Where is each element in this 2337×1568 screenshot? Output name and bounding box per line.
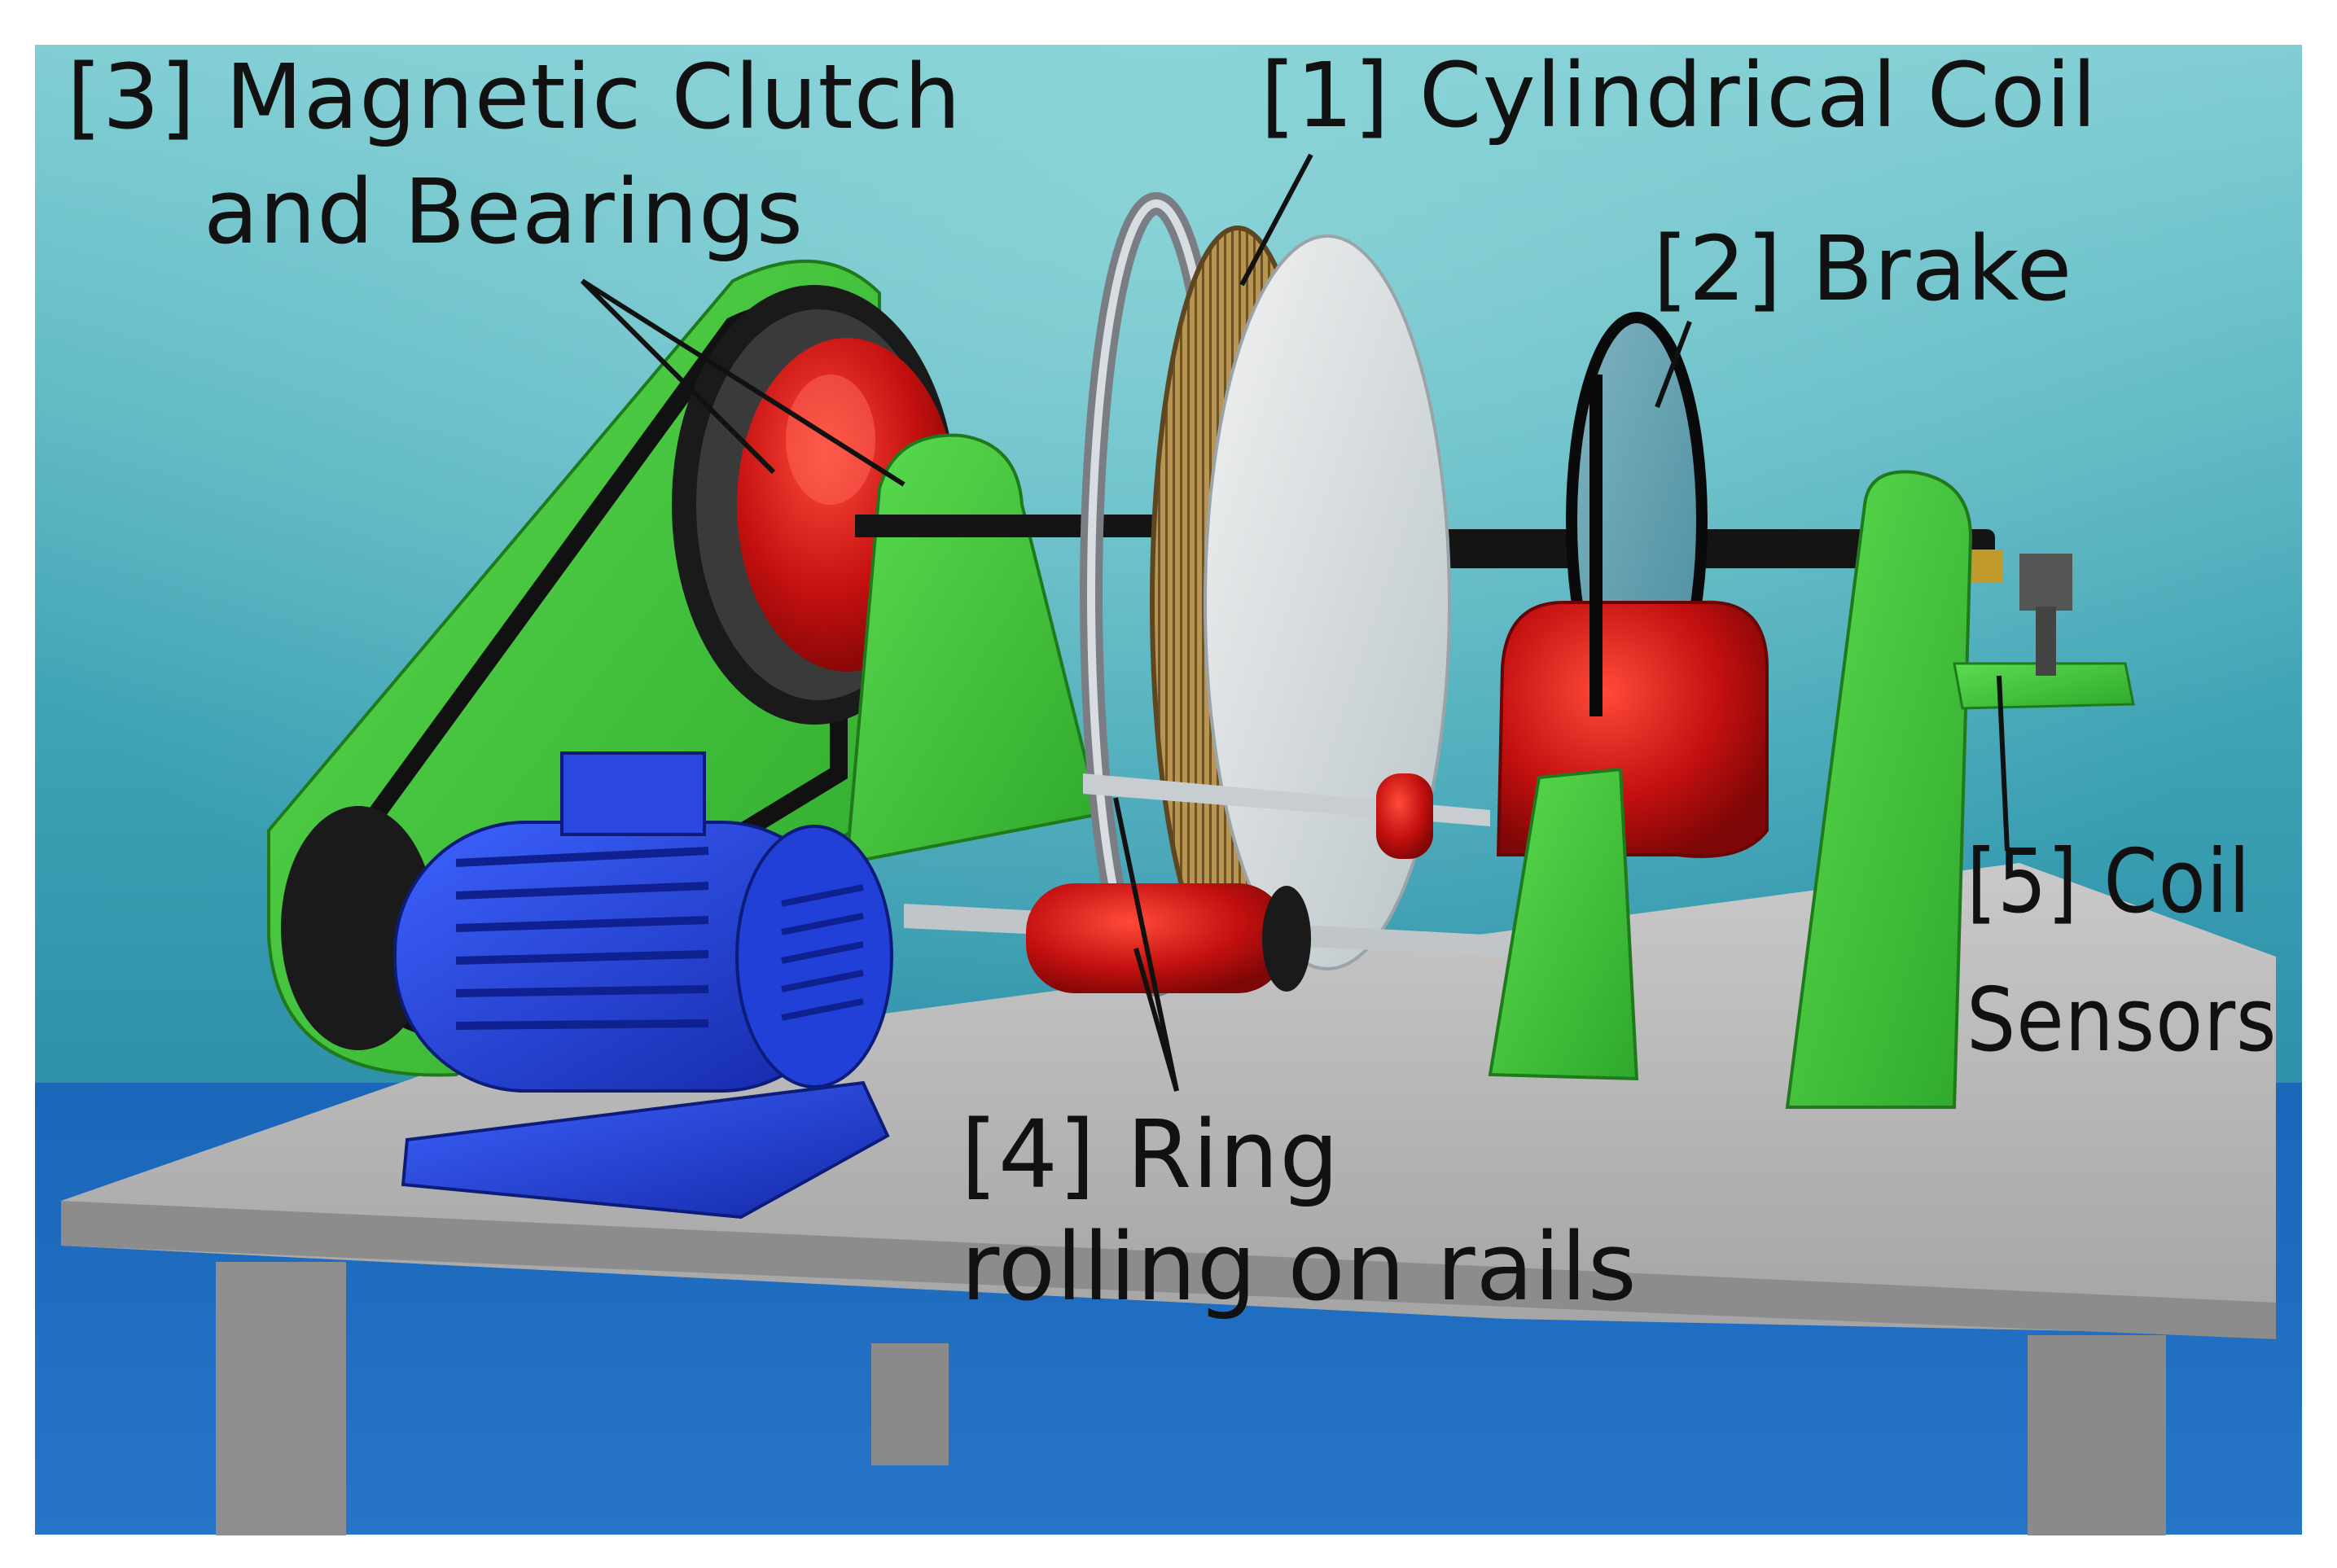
motor-fins — [455, 847, 709, 1030]
table-leg-front-right — [2028, 1335, 2166, 1535]
leader-lines — [580, 153, 2010, 1092]
pedestal-right-body — [1785, 470, 1973, 1109]
shaft-end — [1971, 550, 2003, 582]
bearing-pedestal-right — [1785, 470, 1973, 1109]
table — [61, 863, 2276, 1535]
leader-ring-b — [1133, 948, 1179, 1092]
label-coil-sensors-line2: Sensors — [1966, 970, 2278, 1071]
brake-stand — [1488, 767, 1639, 1081]
coil-disc — [1204, 234, 1451, 970]
roller-front — [1026, 883, 1287, 993]
table-edge — [61, 1201, 2276, 1339]
leader-ring-a — [1113, 797, 1179, 1092]
pedestal-left-body — [844, 433, 1102, 865]
label-brake: [2] Brake — [1653, 217, 2073, 321]
leader-clutch-b — [581, 278, 905, 487]
label-cylindrical-coil: [1] Cylindrical Coil — [1261, 43, 2098, 147]
label-ring-line2: rolling on rails — [961, 1213, 1638, 1322]
roller-back — [1376, 773, 1433, 859]
label-magnetic-clutch-line1: [3] Magnetic Clutch — [67, 45, 962, 149]
roller-front-end — [1262, 886, 1311, 992]
motor-base — [401, 1080, 890, 1220]
label-coil-sensors-line1: [5] Coil — [1966, 831, 2252, 933]
table-leg-back — [871, 1343, 949, 1465]
label-ring-line1: [4] Ring — [961, 1101, 1340, 1210]
motor-terminal-box — [560, 751, 706, 836]
leader-brake — [1655, 320, 1692, 409]
leader-clutch-a — [580, 278, 776, 475]
leader-sensors — [1997, 675, 2010, 852]
table-leg-front-left — [216, 1262, 346, 1535]
shaft-left — [855, 515, 1164, 537]
sensor-stem — [2036, 607, 2056, 676]
table-top — [61, 863, 2276, 1335]
electric-motor — [281, 751, 893, 1220]
ring-rails — [904, 773, 1515, 993]
leader-coil — [1239, 153, 1313, 287]
label-magnetic-clutch-line2: and Bearings — [204, 160, 805, 264]
brake — [1488, 312, 1769, 1081]
bearing-pedestal-left — [844, 433, 1102, 865]
sensor-head — [2019, 554, 2072, 611]
motor-vents — [781, 884, 864, 1021]
